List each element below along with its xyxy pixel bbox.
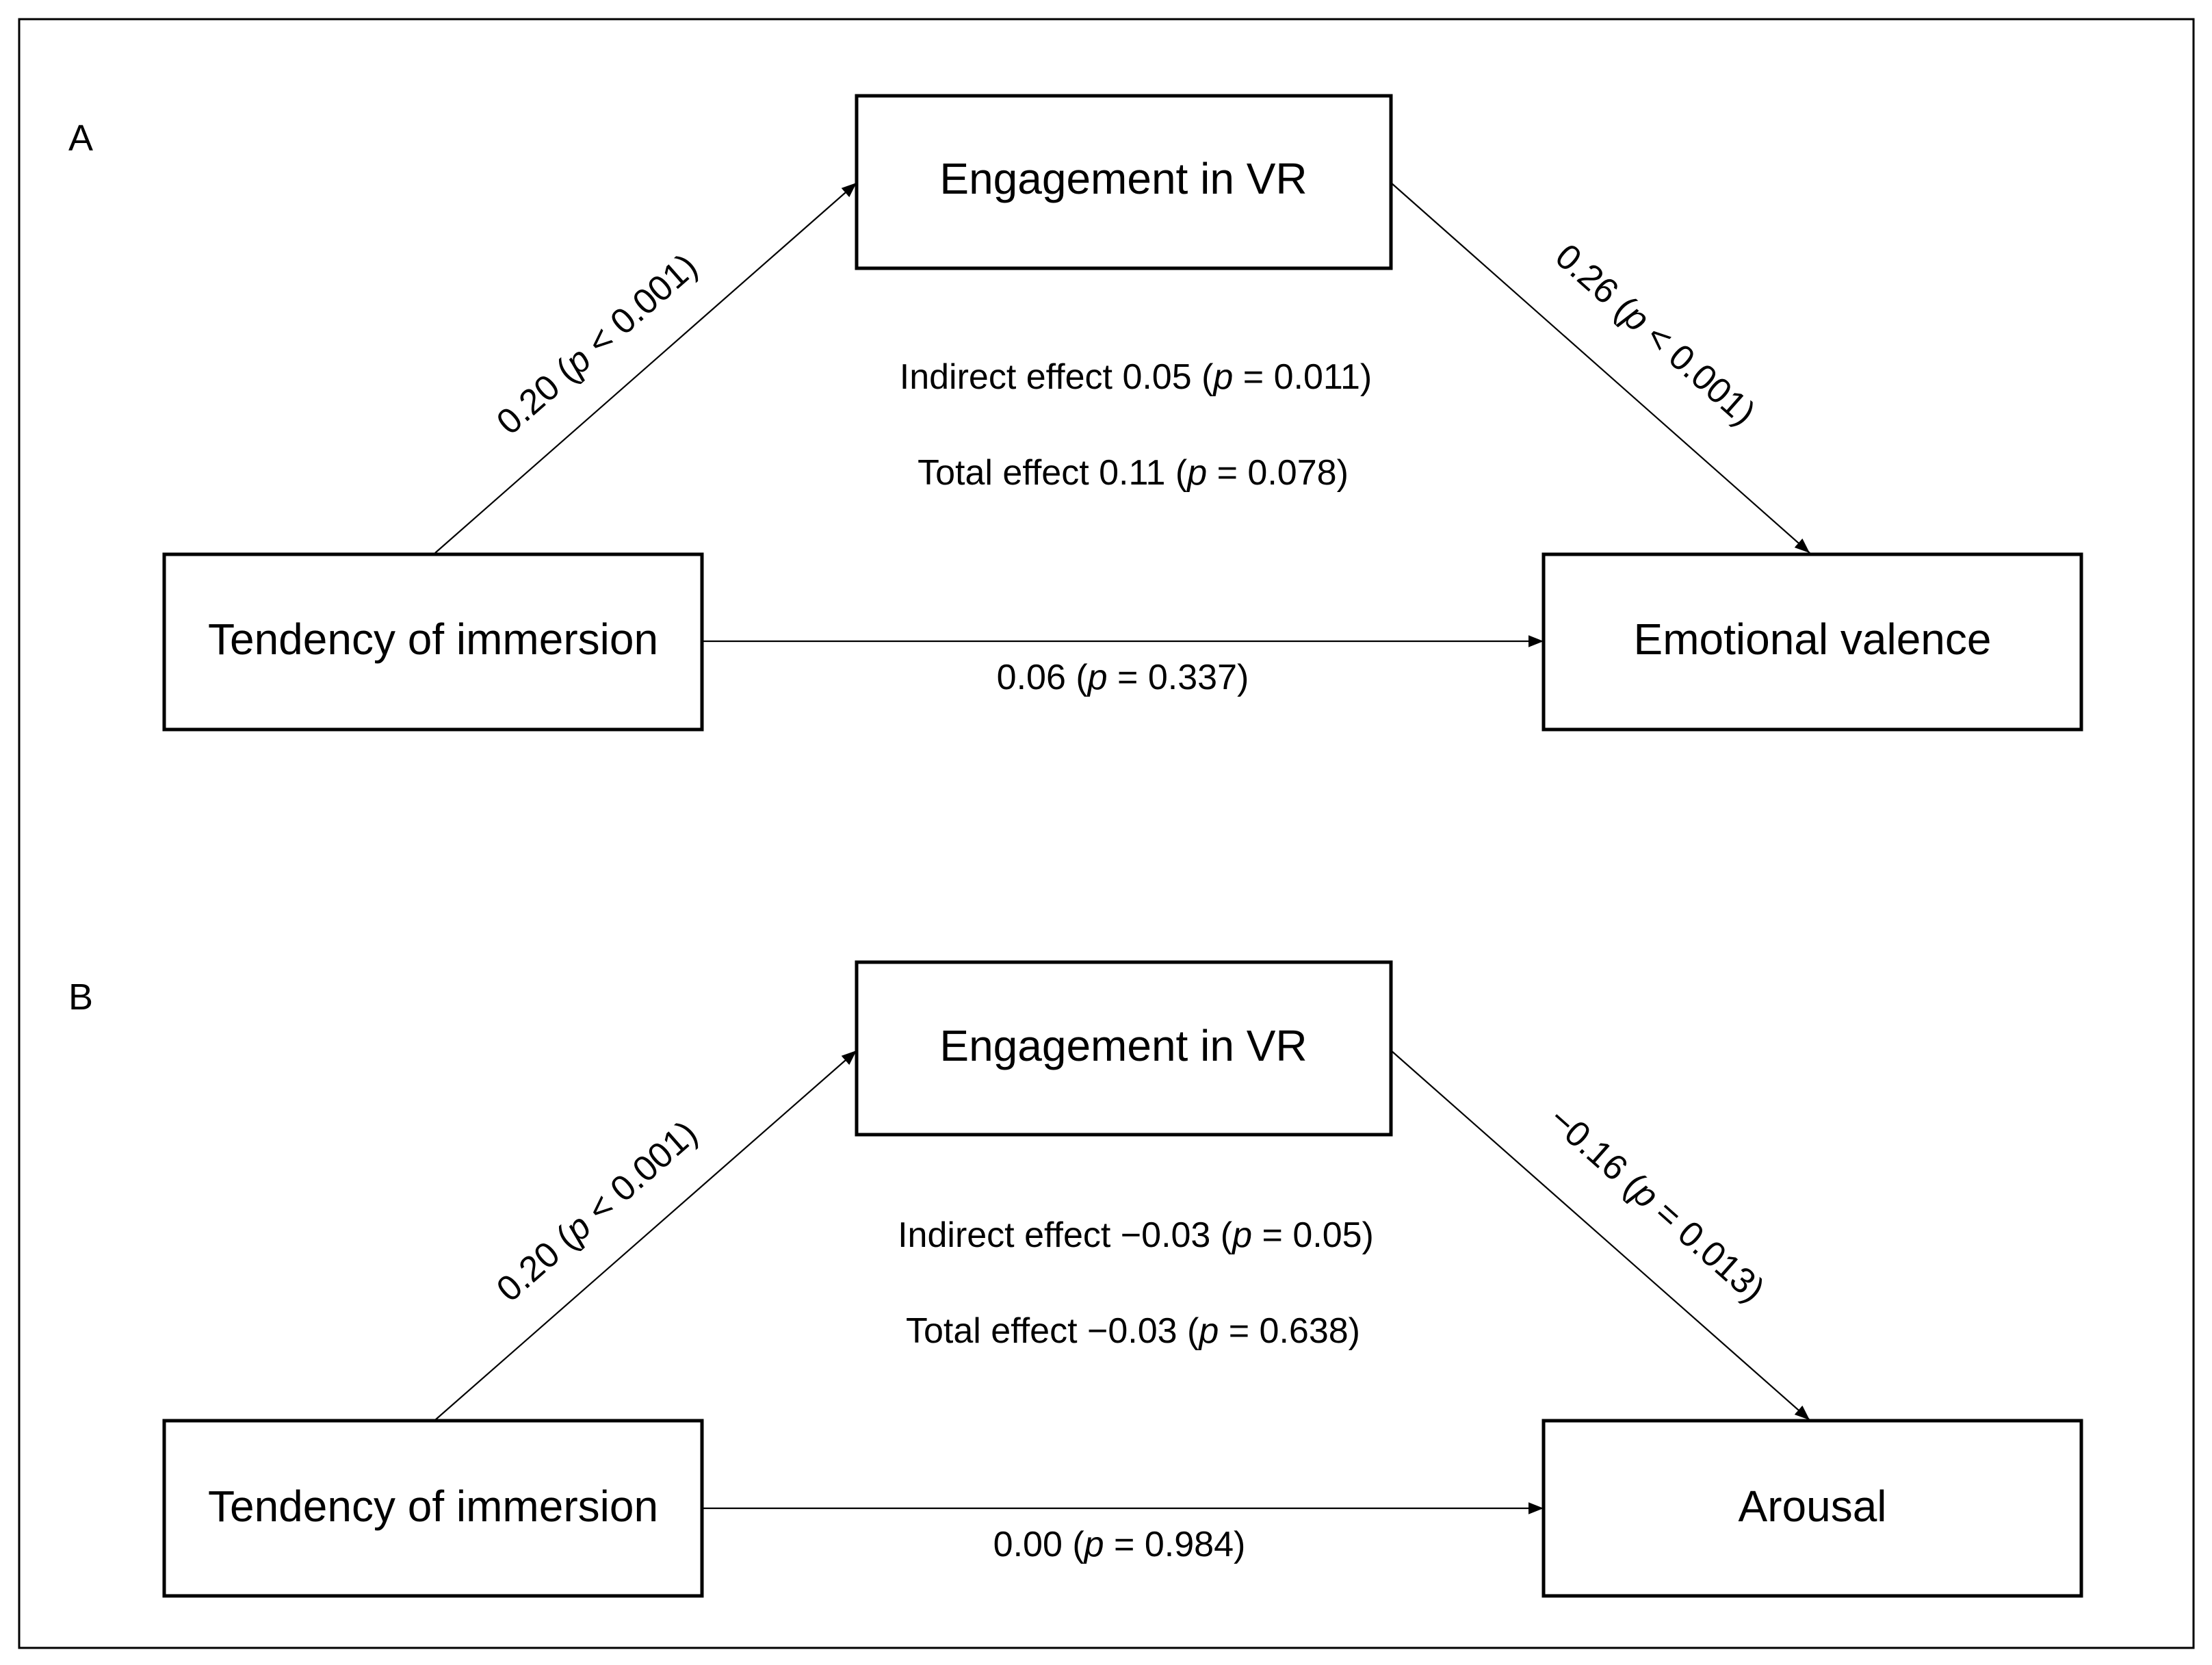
predictor-box: Tendency of immersion [162,1419,704,1598]
indirect-effect-label: Indirect effect −0.03 (p = 0.05) [898,1215,1374,1255]
outcome-label: Arousal [1739,1482,1887,1531]
figure-frame [18,18,2195,1649]
predictor-label: Tendency of immersion [208,1482,658,1531]
path-b-label: 0.26 (p < 0.001) [1548,236,1763,433]
indirect-effect-label: Indirect effect 0.05 (p = 0.011) [900,357,1372,397]
path-a-arrow [434,1050,857,1421]
predictor-label: Tendency of immersion [208,615,658,664]
predictor-box: Tendency of immersion [162,552,704,732]
panel-b: B Engagement in VR Tendency of immersion… [68,960,2083,1598]
path-c-label: 0.06 (p = 0.337) [997,658,1249,697]
mediator-label: Engagement in VR [939,154,1307,203]
outcome-label: Emotional valence [1634,615,1992,664]
panel-a: A Engagement in VR Tendency of immersion… [68,94,2083,732]
mediator-box: Engagement in VR [855,94,1393,270]
path-c-label: 0.00 (p = 0.984) [993,1525,1246,1564]
panel-letter: A [68,118,93,159]
path-b-label: −0.16 (p = 0.013) [1541,1099,1772,1310]
mediator-box: Engagement in VR [855,960,1393,1137]
panel-letter: B [68,977,93,1018]
mediator-label: Engagement in VR [939,1021,1307,1070]
path-a-arrow [434,182,857,554]
outcome-box: Emotional valence [1541,552,2083,732]
total-effect-label: Total effect −0.03 (p = 0.638) [906,1311,1360,1351]
path-b-arrow [1390,1050,1810,1421]
total-effect-label: Total effect 0.11 (p = 0.078) [918,453,1349,493]
path-b-arrow [1390,182,1810,554]
outcome-box: Arousal [1541,1419,2083,1598]
